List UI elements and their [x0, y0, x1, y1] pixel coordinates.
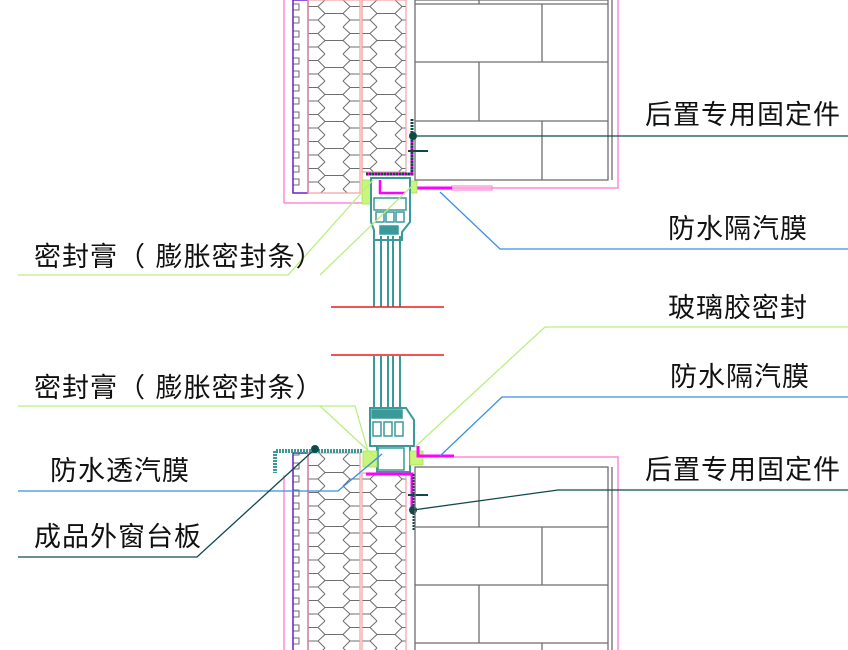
upper-insulation-inner — [361, 0, 407, 173]
label-glass-sealant: 玻璃胶密封 — [668, 293, 808, 324]
lower-wall-section — [273, 445, 619, 650]
label-top-sealant: 密封膏（ 膨胀密封条） — [34, 242, 324, 273]
leader-glass-sealant — [414, 326, 848, 448]
label-bottom-sealant: 密封膏（ 膨胀密封条） — [34, 373, 324, 404]
lower-interior-plaster-outline — [454, 456, 619, 650]
head-glazing-lines — [373, 236, 401, 307]
window-sill-board — [273, 449, 362, 473]
leader-top-sealant-b — [319, 185, 413, 276]
lower-finish-layer — [292, 452, 309, 650]
leader-bottom-vapor-barrier — [439, 396, 848, 457]
label-top-vapor-barrier: 防水隔汽膜 — [668, 214, 808, 245]
upper-masonry-blocks — [414, 0, 613, 181]
head-frame-inner-channel — [378, 180, 405, 195]
annotation-labels: 后置专用固定件 防水隔汽膜 密封膏（ 膨胀密封条） 玻璃胶密封 防水隔汽膜 密封… — [34, 100, 841, 553]
window-head-frame — [331, 177, 444, 308]
sill-glazing-lines — [373, 355, 401, 410]
lower-insulation-inner — [361, 472, 407, 650]
window-sill-frame — [331, 354, 444, 473]
leader-top-sealant-a — [18, 179, 374, 276]
leader-bottom-fixing — [412, 489, 848, 511]
leader-window-sill — [18, 448, 316, 558]
sill-frame-chambers — [371, 409, 405, 471]
upper-insulation-outer — [307, 0, 361, 194]
leader-breathable-membrane — [18, 453, 383, 492]
label-top-fixing: 后置专用固定件 — [645, 100, 841, 131]
label-breathable-membrane: 防水透汽膜 — [50, 456, 190, 487]
label-window-sill: 成品外窗台板 — [34, 522, 202, 553]
upper-interior-plaster-outline — [415, 0, 619, 189]
leader-bottom-sealant-b — [319, 405, 376, 458]
upper-wall-section — [283, 0, 619, 204]
leader-lines — [18, 135, 848, 558]
lower-masonry-blocks — [414, 466, 613, 650]
lower-insulation-outer — [307, 452, 361, 650]
label-bottom-fixing: 后置专用固定件 — [645, 455, 841, 486]
leader-top-vapor-barrier — [439, 191, 848, 250]
upper-finish-layer — [292, 0, 309, 194]
lower-vapor-barrier-membrane — [366, 446, 454, 514]
label-bottom-vapor-barrier: 防水隔汽膜 — [670, 362, 810, 393]
leader-bottom-sealant-a — [18, 405, 369, 452]
